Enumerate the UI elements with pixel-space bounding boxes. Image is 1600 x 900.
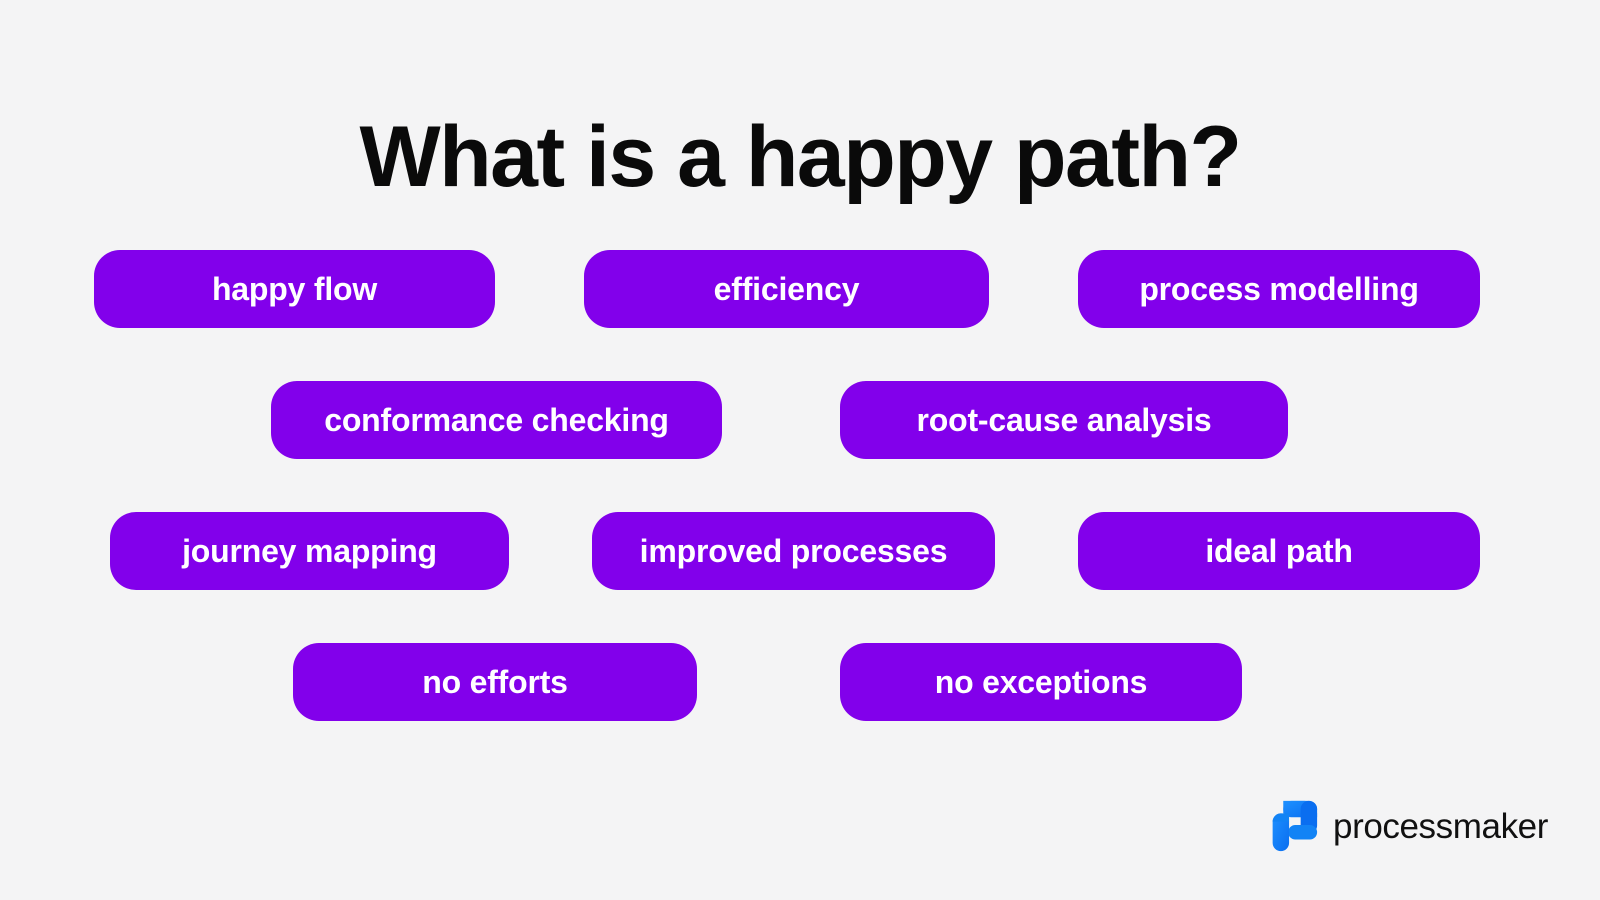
- tag-no-exceptions[interactable]: no exceptions: [840, 643, 1242, 721]
- tag-happy-flow[interactable]: happy flow: [94, 250, 495, 328]
- tag-row-1: happy flow efficiency process modelling: [0, 250, 1600, 328]
- tag-ideal-path[interactable]: ideal path: [1078, 512, 1480, 590]
- tag-cloud: happy flow efficiency process modelling …: [0, 250, 1600, 774]
- brand-wordmark: processmaker: [1333, 806, 1548, 846]
- tag-row-3: journey mapping improved processes ideal…: [0, 512, 1600, 590]
- tag-efficiency[interactable]: efficiency: [584, 250, 989, 328]
- tag-root-cause-analysis[interactable]: root-cause analysis: [840, 381, 1288, 459]
- tag-improved-processes[interactable]: improved processes: [592, 512, 995, 590]
- tag-process-modelling[interactable]: process modelling: [1078, 250, 1480, 328]
- brand-logo: processmaker: [1262, 797, 1548, 855]
- tag-row-4: no efforts no exceptions: [0, 643, 1600, 721]
- tag-row-2: conformance checking root-cause analysis: [0, 381, 1600, 459]
- tag-conformance-checking[interactable]: conformance checking: [271, 381, 722, 459]
- tag-journey-mapping[interactable]: journey mapping: [110, 512, 509, 590]
- page-title: What is a happy path?: [359, 108, 1242, 205]
- processmaker-logo-icon: [1262, 797, 1320, 855]
- tag-no-efforts[interactable]: no efforts: [293, 643, 697, 721]
